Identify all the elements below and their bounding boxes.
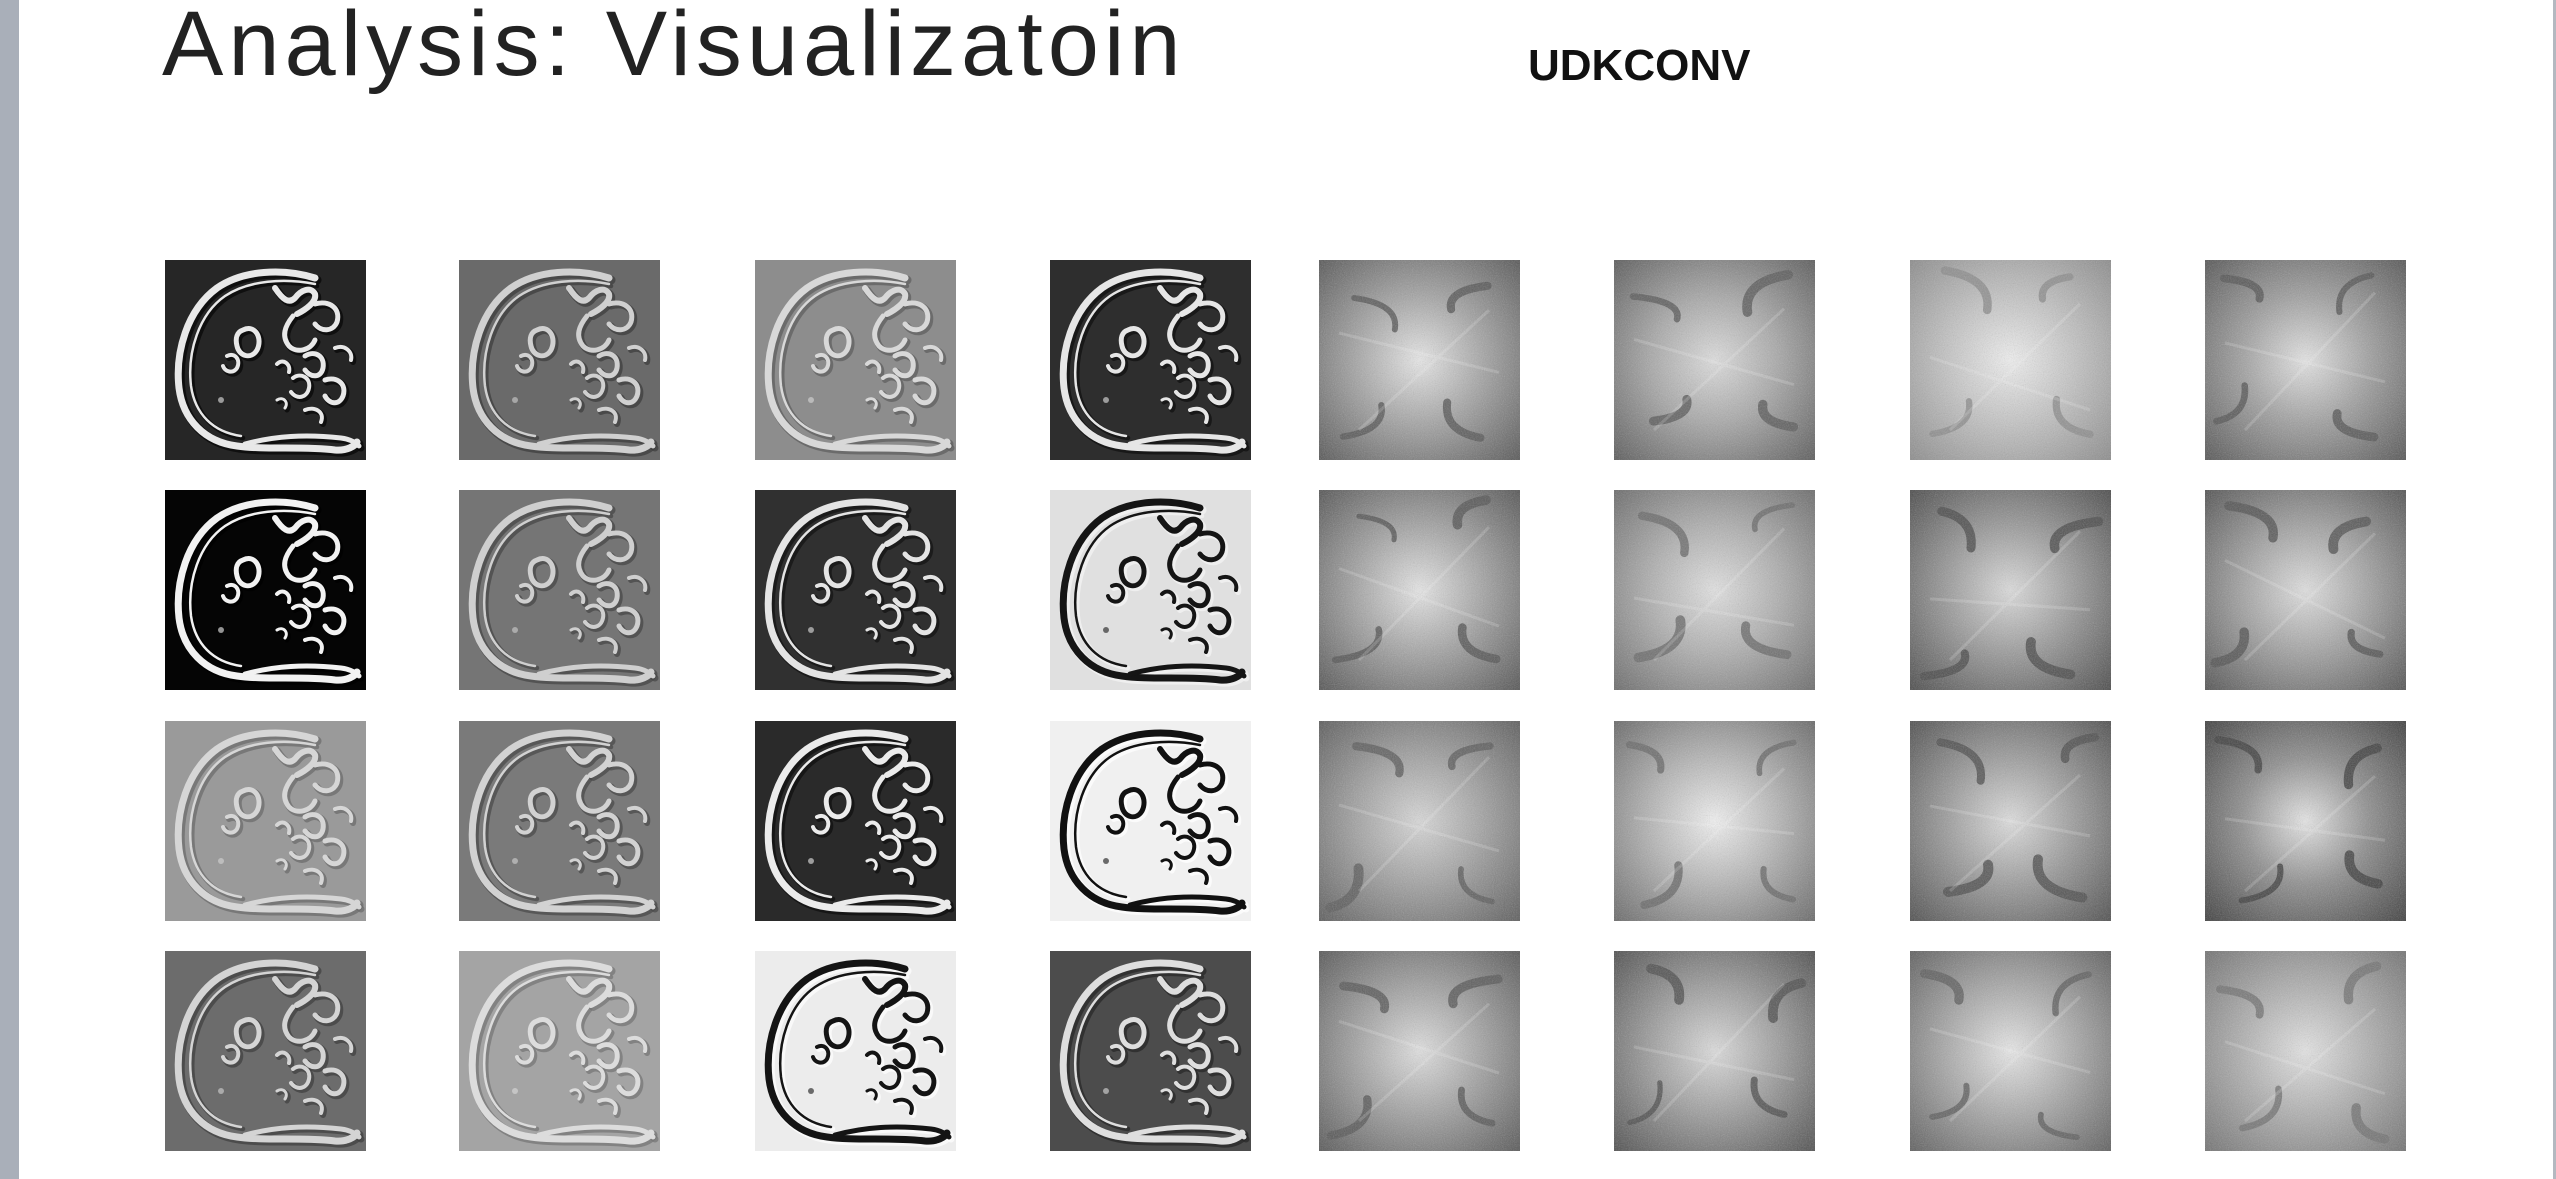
feature-map-image xyxy=(1910,951,2111,1151)
feature-map-image xyxy=(755,490,956,690)
slide-title: Analysis: Visualizatoin xyxy=(162,0,1186,95)
feature-map-image xyxy=(2205,490,2406,690)
frequency-feature-map-r1-c6 xyxy=(1614,260,1815,460)
frequency-feature-map-r1-c8 xyxy=(2205,260,2406,460)
edge-feature-map-r4-c3 xyxy=(755,951,956,1151)
feature-map-image xyxy=(165,490,366,690)
frequency-feature-map-r1-c5 xyxy=(1319,260,1520,460)
feature-map-image xyxy=(1319,721,1520,921)
edge-feature-map-r4-c4 xyxy=(1050,951,1251,1151)
feature-map-image xyxy=(1614,951,1815,1151)
frequency-feature-map-r4-c5 xyxy=(1319,951,1520,1151)
feature-map-image xyxy=(755,721,956,921)
edge-feature-map-r4-c1 xyxy=(165,951,366,1151)
frequency-feature-map-r3-c5 xyxy=(1319,721,1520,921)
feature-map-image xyxy=(2205,951,2406,1151)
feature-map-image xyxy=(755,260,956,460)
feature-map-image xyxy=(1050,721,1251,921)
right-edge-line xyxy=(2553,0,2556,1179)
feature-map-image xyxy=(1614,490,1815,690)
edge-feature-map-r1-c3 xyxy=(755,260,956,460)
frequency-feature-map-r4-c7 xyxy=(1910,951,2111,1151)
frequency-feature-map-r2-c5 xyxy=(1319,490,1520,690)
feature-map-image xyxy=(1050,260,1251,460)
feature-map-image xyxy=(1614,721,1815,921)
feature-map-image xyxy=(459,951,660,1151)
left-accent-bar xyxy=(0,0,19,1179)
frequency-feature-map-r3-c6 xyxy=(1614,721,1815,921)
feature-map-image xyxy=(1050,490,1251,690)
feature-map-image xyxy=(165,721,366,921)
feature-map-image xyxy=(1910,260,2111,460)
frequency-feature-map-r2-c8 xyxy=(2205,490,2406,690)
feature-map-image xyxy=(2205,721,2406,921)
feature-map-image xyxy=(1910,721,2111,921)
feature-map-image xyxy=(2205,260,2406,460)
edge-feature-map-r1-c4 xyxy=(1050,260,1251,460)
edge-feature-map-r2-c3 xyxy=(755,490,956,690)
edge-feature-map-r1-c2 xyxy=(459,260,660,460)
edge-feature-map-r2-c4 xyxy=(1050,490,1251,690)
feature-map-image xyxy=(459,260,660,460)
feature-map-image xyxy=(1319,260,1520,460)
feature-map-image xyxy=(1050,951,1251,1151)
frequency-feature-map-r2-c7 xyxy=(1910,490,2111,690)
feature-map-image xyxy=(1319,490,1520,690)
feature-map-image xyxy=(459,490,660,690)
edge-feature-map-r3-c3 xyxy=(755,721,956,921)
frequency-feature-map-r4-c8 xyxy=(2205,951,2406,1151)
feature-map-image xyxy=(1910,490,2111,690)
feature-map-image xyxy=(755,951,956,1151)
edge-feature-map-r3-c1 xyxy=(165,721,366,921)
edge-feature-map-r2-c1 xyxy=(165,490,366,690)
frequency-feature-map-r3-c7 xyxy=(1910,721,2111,921)
edge-feature-map-r1-c1 xyxy=(165,260,366,460)
edge-feature-map-r3-c4 xyxy=(1050,721,1251,921)
edge-feature-map-r3-c2 xyxy=(459,721,660,921)
slide-label: UDKCONV xyxy=(1528,41,1751,90)
feature-map-image xyxy=(165,951,366,1151)
feature-map-image xyxy=(165,260,366,460)
frequency-feature-map-r3-c8 xyxy=(2205,721,2406,921)
feature-map-image xyxy=(1614,260,1815,460)
feature-map-image xyxy=(1319,951,1520,1151)
feature-map-image xyxy=(459,721,660,921)
frequency-feature-map-r4-c6 xyxy=(1614,951,1815,1151)
edge-feature-map-r4-c2 xyxy=(459,951,660,1151)
frequency-feature-map-r1-c7 xyxy=(1910,260,2111,460)
edge-feature-map-r2-c2 xyxy=(459,490,660,690)
frequency-feature-map-r2-c6 xyxy=(1614,490,1815,690)
